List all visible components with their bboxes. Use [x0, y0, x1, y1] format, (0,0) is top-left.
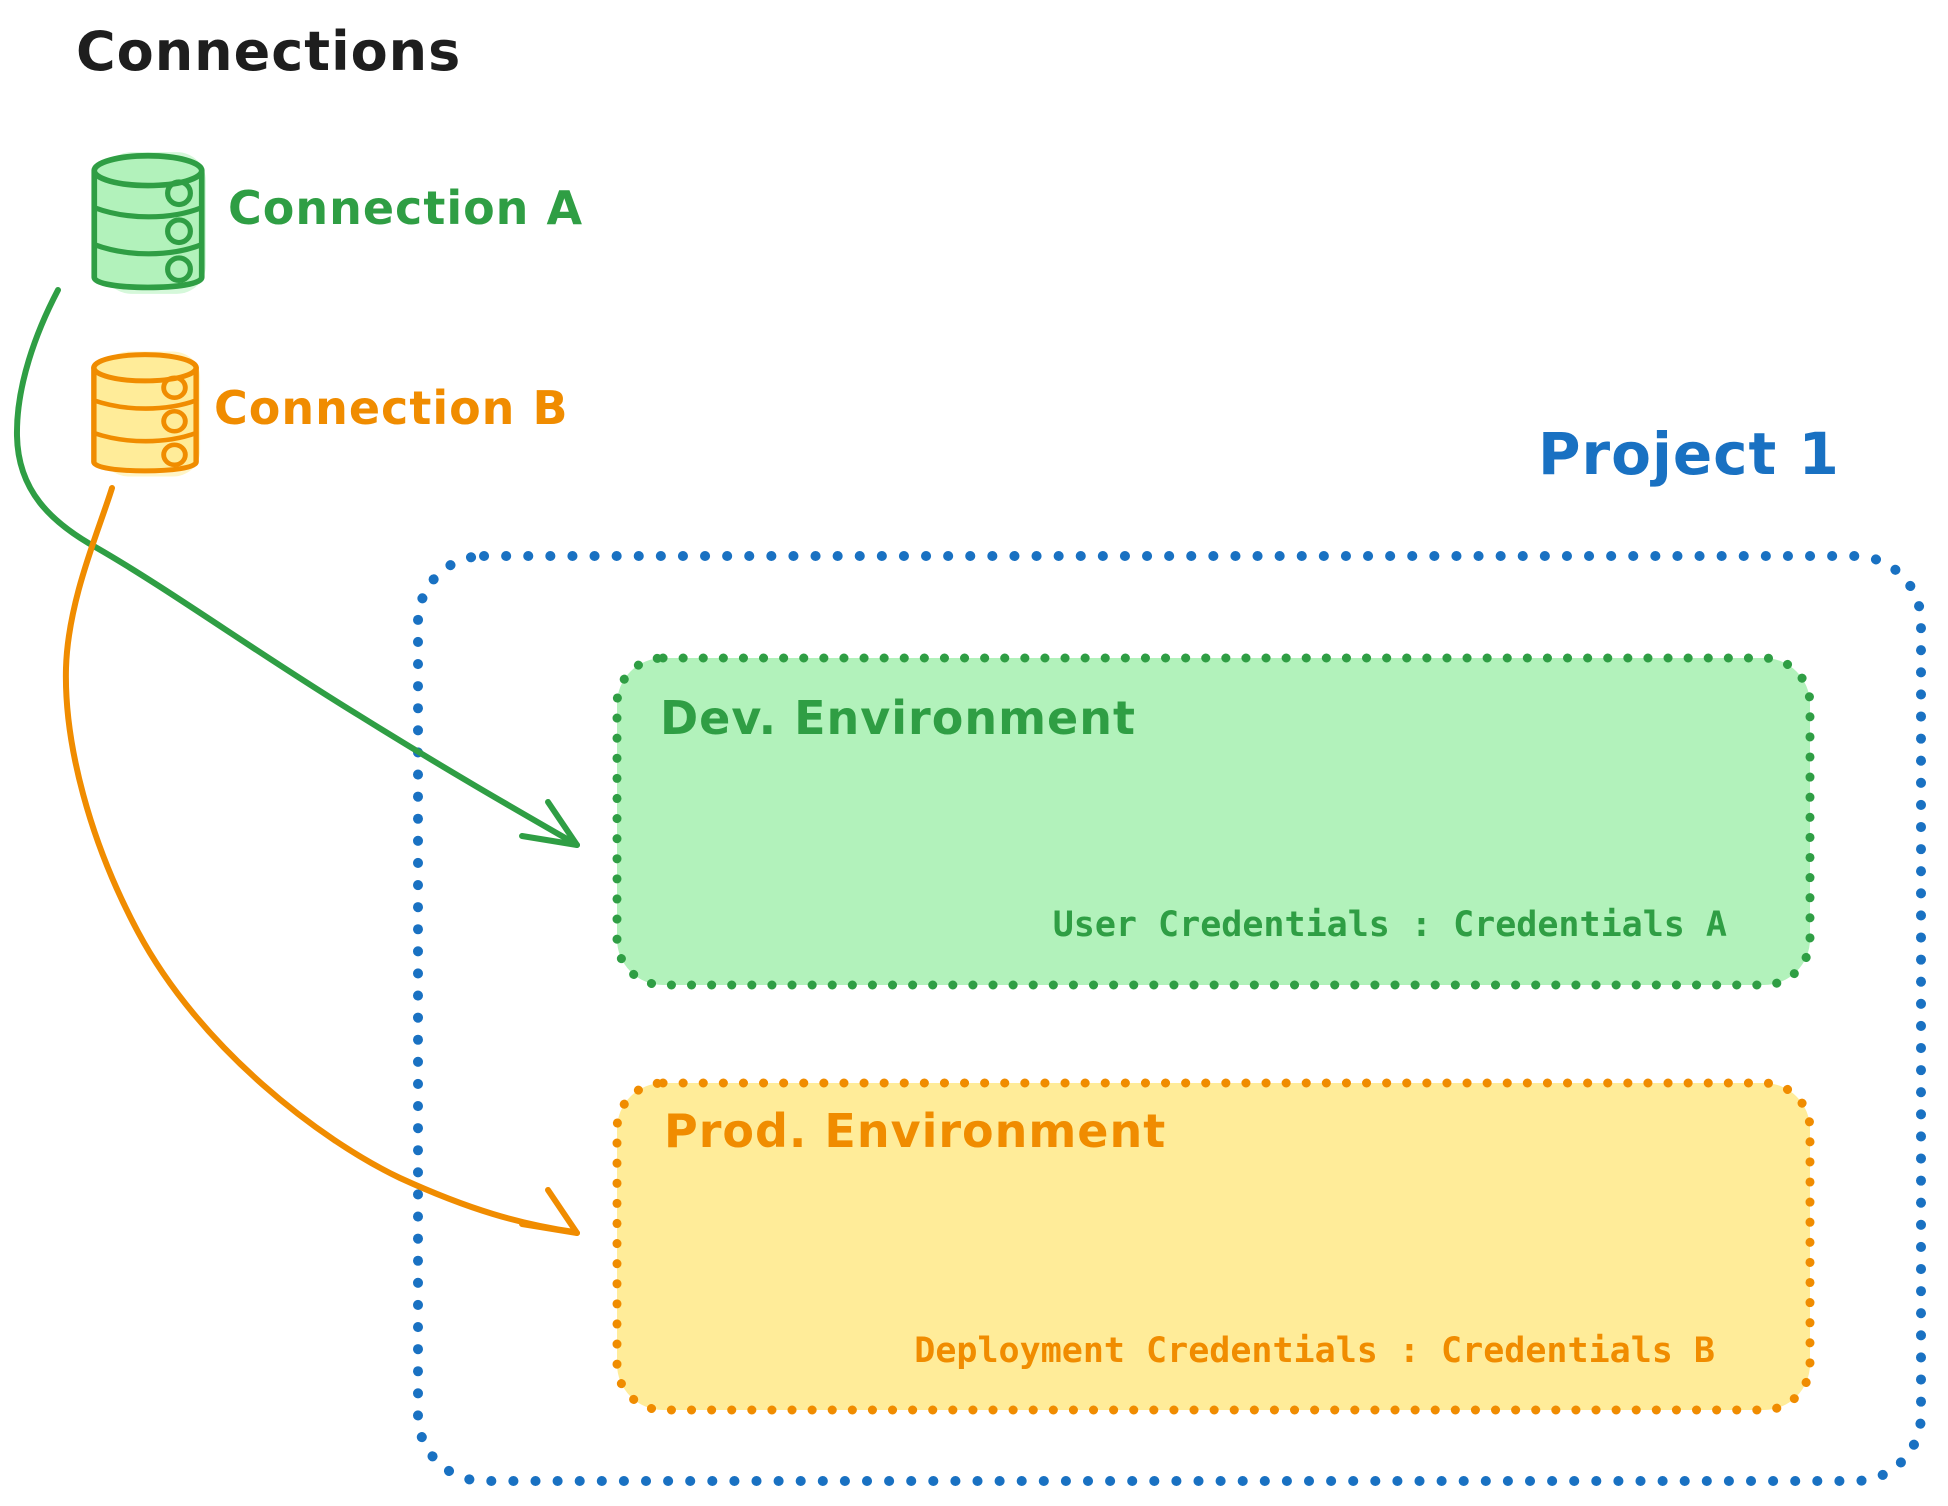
connection-b-database-icon — [91, 351, 201, 477]
project-label: Project 1 — [1538, 420, 1840, 488]
connection-a-database-icon — [91, 152, 206, 294]
dev-environment-border — [612, 653, 1815, 990]
prod-environment-label: Prod. Environment — [664, 1104, 1167, 1158]
prod-environment-credentials: Deployment Credentials : Credentials B — [914, 1331, 1715, 1371]
dev-environment-box: Dev. Environment User Credentials : Cred… — [612, 653, 1815, 990]
database-led — [165, 255, 193, 284]
database-divider — [91, 241, 205, 257]
prod-environment-box: Prod. Environment Deployment Credentials… — [612, 1078, 1815, 1415]
prod-environment-border — [612, 1078, 1815, 1415]
dev-environment-credentials: User Credentials : Credentials A — [1052, 905, 1727, 945]
dev-environment-label: Dev. Environment — [660, 691, 1136, 745]
database-divider — [91, 205, 205, 220]
connection-a-label: Connection A — [228, 181, 584, 235]
database-led — [165, 179, 193, 208]
connection-b-label: Connection B — [214, 381, 569, 435]
database-led — [165, 217, 193, 246]
database-top — [91, 152, 205, 189]
diagram-title: Connections — [76, 20, 462, 83]
